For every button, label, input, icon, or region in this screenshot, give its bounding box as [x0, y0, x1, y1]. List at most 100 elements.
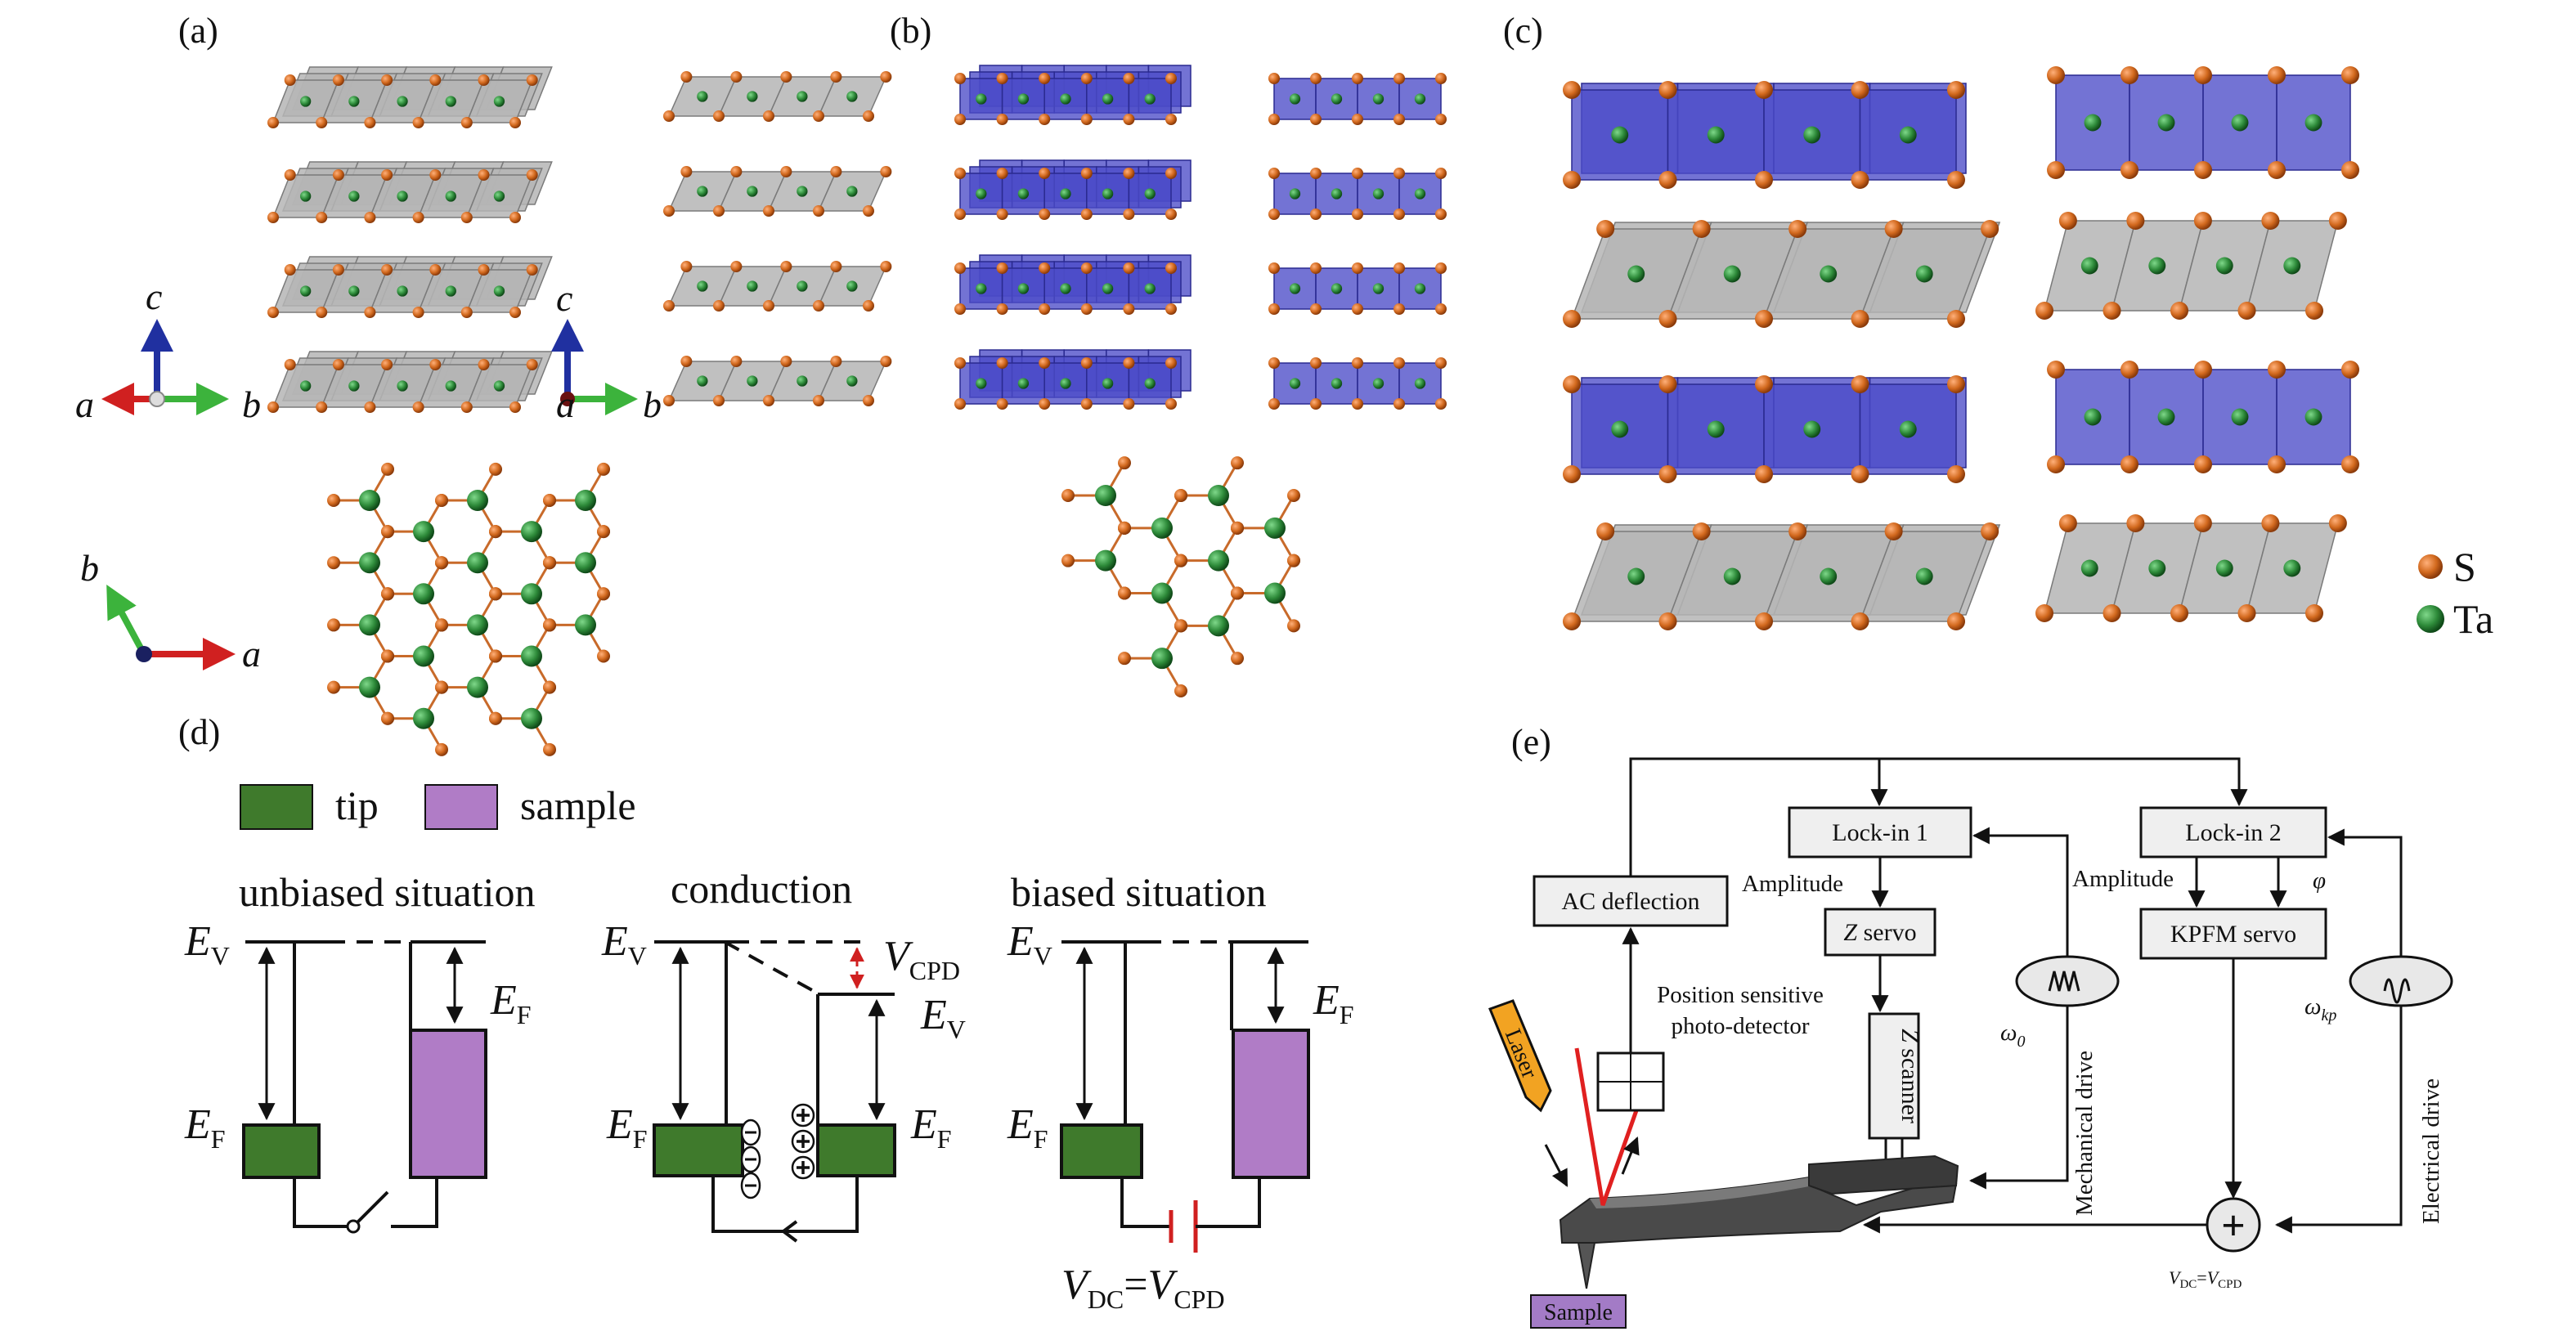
sulfur-atom [2058, 514, 2077, 532]
sulfur-atom [954, 398, 966, 410]
sulfur-atom [2237, 604, 2256, 622]
sulfur-atom [381, 462, 394, 476]
sulfur-atom [316, 117, 328, 128]
tantalum-atom [413, 645, 434, 667]
sulfur-atom [996, 114, 1008, 125]
sulfur-atom [863, 110, 874, 122]
conduction-title: conduction [671, 866, 852, 912]
sulfur-atom [2268, 66, 2286, 84]
sulfur-atom [1563, 465, 1581, 483]
prismatic-slab-b-1 [1268, 168, 1447, 220]
axis-c-label: c [146, 276, 162, 317]
tantalum-atom [1151, 582, 1173, 604]
sulfur-atom [1435, 262, 1447, 274]
tantalum-atom [1095, 549, 1116, 572]
tantalum-atom [1627, 567, 1645, 585]
prismatic-layer-b-3 [954, 349, 1192, 410]
sulfur-atom [2103, 302, 2121, 320]
sample-band-conduction [816, 1123, 896, 1177]
ev-label-unbiased: EV [184, 918, 230, 971]
tantalum-atom [1372, 378, 1384, 389]
tantalum-atom [300, 96, 312, 107]
sulfur-atom [2328, 514, 2347, 532]
sulfur-atom [1080, 357, 1093, 369]
tantalum-atom [1208, 549, 1229, 572]
sulfur-atom [2194, 455, 2212, 473]
open-switch [352, 1190, 389, 1228]
sulfur-atom [1947, 375, 1965, 393]
tantalum-atom [697, 375, 708, 387]
prismatic-slab-b-3 [1268, 357, 1447, 410]
sulfur-atom [880, 356, 892, 367]
sulfur-atom [478, 264, 490, 276]
tantalum-atom [1289, 93, 1301, 105]
sulfur-atom [1165, 357, 1177, 369]
ef-label-conduction: EF [606, 1101, 648, 1154]
sulfur-atom [1310, 398, 1322, 410]
sulfur-atom [996, 168, 1008, 179]
sulfur-atom [1352, 357, 1363, 369]
tip-legend-swatch [240, 784, 313, 830]
sulfur-atom [316, 307, 328, 318]
laser-source: Laser [1488, 999, 1552, 1113]
sulfur-atom [1658, 465, 1677, 483]
sulfur-atom [2047, 361, 2065, 379]
sulfur-atom [267, 117, 279, 128]
tantalum-atom [445, 191, 456, 202]
tantalum-atom [1723, 265, 1741, 283]
sulfur-atom [327, 680, 340, 694]
sample-label: Sample [1544, 1300, 1613, 1325]
octahedral-slab-a-1 [663, 166, 892, 217]
tantalum-atom [1017, 378, 1030, 389]
tantalum-atom [467, 614, 488, 636]
sulfur-atom [1123, 398, 1135, 410]
sulfur-atom [316, 401, 328, 413]
tantalum-atom [445, 96, 456, 107]
sulfur-atom [1352, 398, 1363, 410]
sulfur-atom [435, 680, 448, 694]
tantalum-atom [797, 280, 808, 292]
tantalum-atom [1414, 93, 1426, 105]
sulfur-atom [780, 71, 792, 83]
sulfur-atom [1310, 208, 1322, 220]
sulfur-atom [1310, 73, 1322, 84]
sulfur-atom [780, 261, 792, 272]
lockin1-label: Lock-in 1 [1832, 819, 1928, 846]
sulfur-atom [1851, 171, 1869, 189]
tantalum-atom [2215, 559, 2233, 577]
sulfur-atom [2194, 361, 2212, 379]
unbiased-title: unbiased situation [239, 869, 535, 915]
tantalum-atom [2283, 559, 2301, 577]
tantalum-atom [1102, 93, 1114, 105]
sulfur-atom [1435, 303, 1447, 315]
sulfur-atom [435, 494, 448, 507]
tantalum-atom [1803, 420, 1821, 438]
tantalum-atom-icon [2417, 605, 2444, 633]
tantalum-atom [1414, 378, 1426, 389]
sulfur-atom [1851, 465, 1869, 483]
sulfur-atom [284, 74, 296, 86]
sulfur-atom [1231, 456, 1244, 470]
tip-legend-label: tip [335, 782, 379, 828]
sulfur-atom [2341, 361, 2359, 379]
tantalum-atom [2231, 114, 2249, 132]
sulfur-atom [780, 356, 792, 367]
sulfur-atom [880, 71, 892, 83]
sulfur-atom [1393, 357, 1405, 369]
sulfur-atom [680, 71, 693, 83]
z-servo-box [1824, 908, 1936, 957]
panel-label-e: (e) [1511, 722, 1551, 762]
sulfur-atom [1310, 357, 1322, 369]
sulfur-atom [1039, 114, 1051, 125]
honeycomb-top-view-a [327, 462, 610, 756]
lockin2-label: Lock-in 2 [2185, 819, 2281, 846]
sulfur-atom [1563, 612, 1581, 630]
summing-junction-icon [2206, 1197, 2261, 1253]
tantalum-atom [1372, 93, 1384, 105]
sulfur-atom [1061, 554, 1075, 567]
vdc-vcpd-label-e: VDC=VCPD [2169, 1267, 2242, 1291]
psd-label-2: photo-detector [1671, 1013, 1809, 1039]
sulfur-atom [730, 356, 743, 367]
sulfur-atom [1287, 619, 1300, 633]
sulfur-atom [1658, 612, 1677, 630]
